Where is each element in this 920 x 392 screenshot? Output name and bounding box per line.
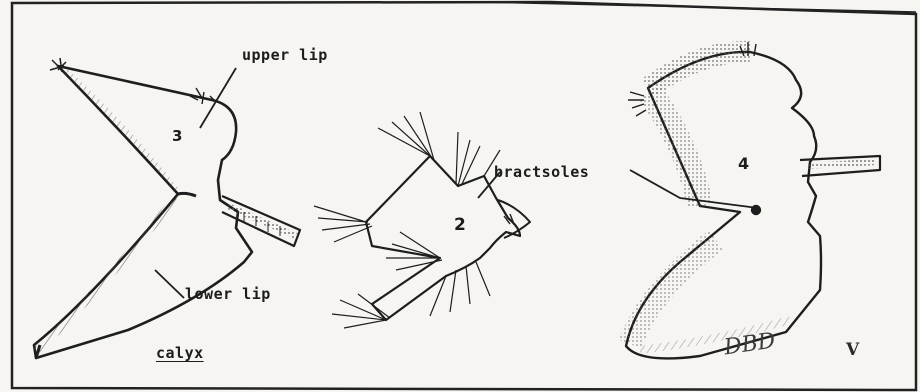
figure-number-3: 3 — [172, 127, 182, 145]
label-calyx: calyx — [156, 344, 204, 362]
frame-border — [12, 2, 916, 390]
figure-number-4: 4 — [738, 154, 749, 173]
figure-4-calyx — [626, 42, 880, 358]
figure-number-2: 2 — [454, 215, 466, 235]
figure-2-calyx — [314, 112, 530, 328]
label-upper-lip: upper lip — [242, 46, 328, 64]
label-lower-lip: lower lip — [185, 285, 271, 303]
corner-mark: V — [846, 340, 859, 360]
figure-3-calyx — [34, 58, 300, 358]
label-bracteoles: bractsoles — [494, 163, 589, 181]
